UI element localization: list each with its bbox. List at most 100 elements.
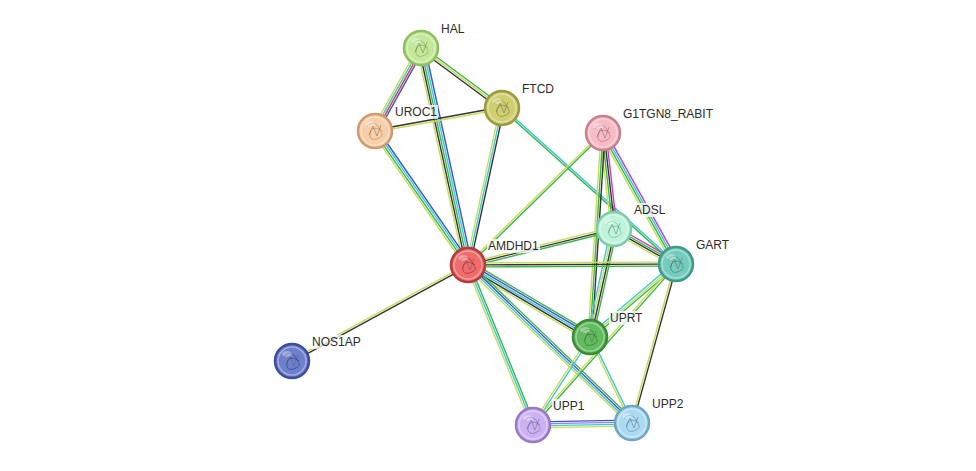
evidence-line xyxy=(593,245,610,320)
evidence-line xyxy=(485,265,659,267)
node-label: UPP1 xyxy=(552,399,585,413)
evidence-line xyxy=(598,352,625,407)
node-label: HAL xyxy=(440,22,465,36)
evidence-line xyxy=(595,246,612,321)
evidence-line xyxy=(544,276,664,412)
interaction-edge xyxy=(597,352,626,408)
protein-node: ADSL xyxy=(596,211,632,247)
node-circle xyxy=(357,113,393,149)
node-circle xyxy=(658,246,694,282)
evidence-line xyxy=(604,277,664,328)
protein-node: HAL xyxy=(403,30,439,66)
evidence-line xyxy=(627,240,659,258)
protein-node: AMDHD1 xyxy=(450,247,486,283)
node-label: AMDHD1 xyxy=(487,239,540,253)
evidence-line xyxy=(550,420,615,421)
evidence-line xyxy=(485,263,659,265)
interaction-edge xyxy=(636,280,673,407)
protein-node: G1TGN8_RABIT xyxy=(585,115,621,151)
node-circle xyxy=(572,319,608,355)
interaction-edge xyxy=(479,144,591,254)
node-label: GART xyxy=(695,238,730,252)
evidence-line xyxy=(550,424,615,425)
interaction-edge xyxy=(602,273,665,327)
interaction-edge xyxy=(421,64,469,249)
node-label: UROC1 xyxy=(394,105,438,119)
interaction-edge xyxy=(550,420,615,427)
interaction-edge xyxy=(433,57,489,100)
evidence-line xyxy=(436,57,490,97)
protein-node: UPRT xyxy=(572,319,608,355)
evidence-line xyxy=(485,233,598,261)
evidence-line xyxy=(550,422,615,423)
node-circle xyxy=(403,30,439,66)
evidence-line xyxy=(429,64,469,248)
node-label: G1TGN8_RABIT xyxy=(622,107,714,121)
evidence-line xyxy=(550,426,615,427)
interaction-edge xyxy=(306,272,453,353)
node-label: NOS1AP xyxy=(311,335,362,349)
interaction-edge xyxy=(484,231,598,263)
evidence-line xyxy=(474,125,501,249)
node-circle xyxy=(614,405,650,441)
evidence-line xyxy=(485,235,598,263)
evidence-line xyxy=(603,275,663,326)
evidence-line xyxy=(472,125,499,249)
evidence-line xyxy=(484,231,597,259)
interaction-edge xyxy=(627,235,662,259)
evidence-line xyxy=(306,272,452,352)
protein-node: UPP1 xyxy=(515,407,551,443)
evidence-line xyxy=(307,274,453,354)
evidence-line xyxy=(481,146,592,254)
interaction-edge xyxy=(485,262,659,267)
evidence-line xyxy=(480,278,620,412)
evidence-line xyxy=(481,276,621,410)
evidence-line xyxy=(384,146,458,252)
evidence-line xyxy=(473,282,525,411)
evidence-line xyxy=(470,124,497,248)
evidence-line xyxy=(425,65,465,249)
node-label: UPRT xyxy=(609,311,643,325)
interaction-edge xyxy=(544,276,666,413)
interaction-edge xyxy=(382,143,461,252)
evidence-line xyxy=(433,60,487,100)
node-circle xyxy=(515,407,551,443)
interaction-edge xyxy=(478,275,622,414)
node-circle xyxy=(585,115,621,151)
interaction-edge xyxy=(473,280,529,410)
evidence-line xyxy=(435,58,489,98)
evidence-line xyxy=(421,65,461,249)
node-circle xyxy=(484,90,520,126)
protein-node: UROC1 xyxy=(357,113,393,149)
evidence-line xyxy=(597,353,624,408)
evidence-line xyxy=(484,272,577,327)
evidence-line xyxy=(479,144,590,252)
evidence-line xyxy=(382,147,456,253)
evidence-line xyxy=(423,65,463,249)
evidence-line xyxy=(636,280,671,406)
evidence-line xyxy=(628,238,660,256)
evidence-line xyxy=(485,261,659,263)
protein-node: FTCD xyxy=(484,90,520,126)
evidence-line xyxy=(591,245,608,320)
evidence-line xyxy=(386,144,460,250)
protein-node: NOS1AP xyxy=(274,343,310,379)
interaction-edge xyxy=(591,245,613,321)
evidence-line xyxy=(387,143,461,249)
protein-node: GART xyxy=(658,246,694,282)
evidence-line xyxy=(515,119,664,252)
node-label: ADSL xyxy=(633,203,666,217)
evidence-line xyxy=(602,273,662,324)
evidence-line xyxy=(482,275,622,409)
node-circle xyxy=(596,211,632,247)
evidence-line xyxy=(545,277,665,413)
evidence-line xyxy=(629,236,661,254)
node-label: UPP2 xyxy=(651,397,684,411)
evidence-line xyxy=(485,270,578,325)
evidence-line xyxy=(478,279,618,413)
interaction-edge xyxy=(470,124,501,249)
node-circle xyxy=(274,343,310,379)
evidence-line xyxy=(427,64,467,248)
protein-node: UPP2 xyxy=(614,405,650,441)
